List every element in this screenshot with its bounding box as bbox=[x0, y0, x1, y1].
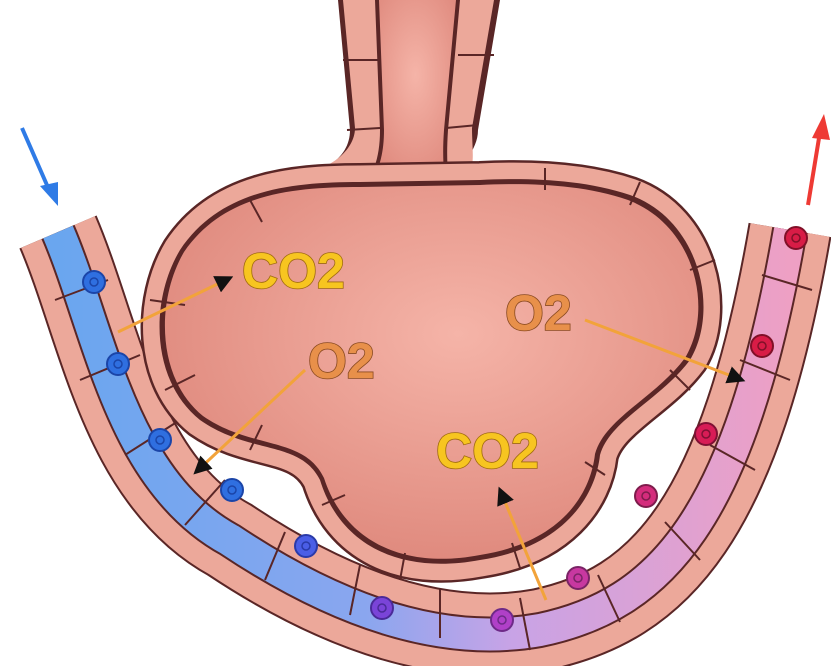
inflow-arrow-icon bbox=[22, 128, 58, 206]
blood-cell bbox=[295, 535, 317, 557]
o2-label-right: O2 bbox=[505, 285, 572, 341]
blood-cell bbox=[751, 335, 773, 357]
blood-cell bbox=[83, 271, 105, 293]
blood-cell bbox=[107, 353, 129, 375]
co2-label-upper: CO2 bbox=[242, 243, 345, 299]
blood-cell bbox=[149, 429, 171, 451]
co2-label-lower: CO2 bbox=[436, 423, 539, 479]
blood-cell bbox=[371, 597, 393, 619]
blood-cell bbox=[785, 227, 807, 249]
blood-cell bbox=[635, 485, 657, 507]
o2-label-left: O2 bbox=[308, 333, 375, 389]
blood-cell bbox=[221, 479, 243, 501]
blood-cell bbox=[695, 423, 717, 445]
blood-cell bbox=[491, 609, 513, 631]
blood-cell bbox=[567, 567, 589, 589]
outflow-arrow-icon bbox=[808, 114, 830, 205]
